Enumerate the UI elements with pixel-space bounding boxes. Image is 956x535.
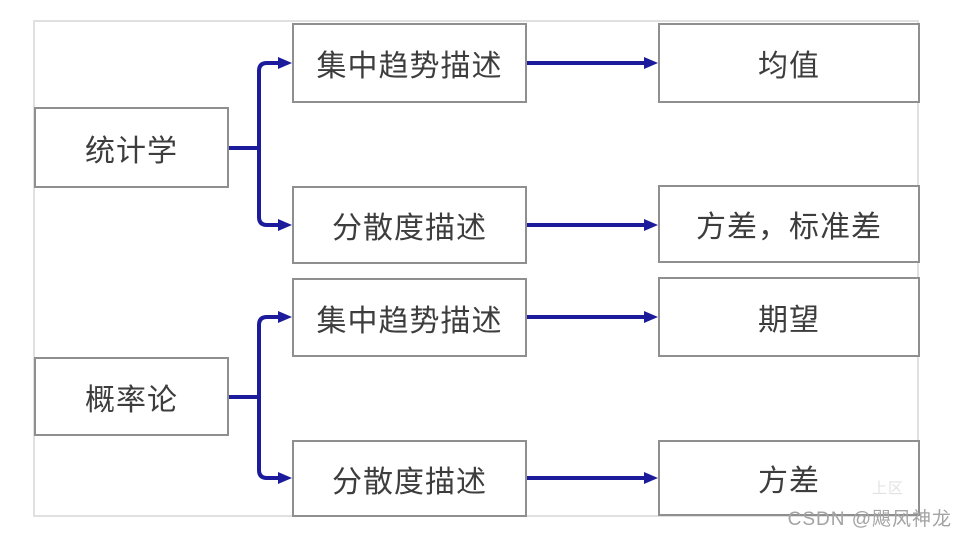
node-variance-stddev: 方差，标准差 [658,185,920,263]
node-probability: 概率论 [34,357,229,436]
node-dispersion-2: 分散度描述 [292,440,527,517]
node-expectation: 期望 [658,277,920,357]
node-central-tendency-2: 集中趋势描述 [292,278,527,357]
node-dispersion-1: 分散度描述 [292,186,527,264]
node-mean: 均值 [658,23,920,103]
watermark-ghost-text: 上区 [872,480,905,497]
node-statistics: 统计学 [34,107,229,188]
node-variance: 方差 [658,440,920,516]
node-central-tendency-1: 集中趋势描述 [292,23,527,103]
csdn-watermark: CSDN @飓风神龙 [787,509,952,530]
